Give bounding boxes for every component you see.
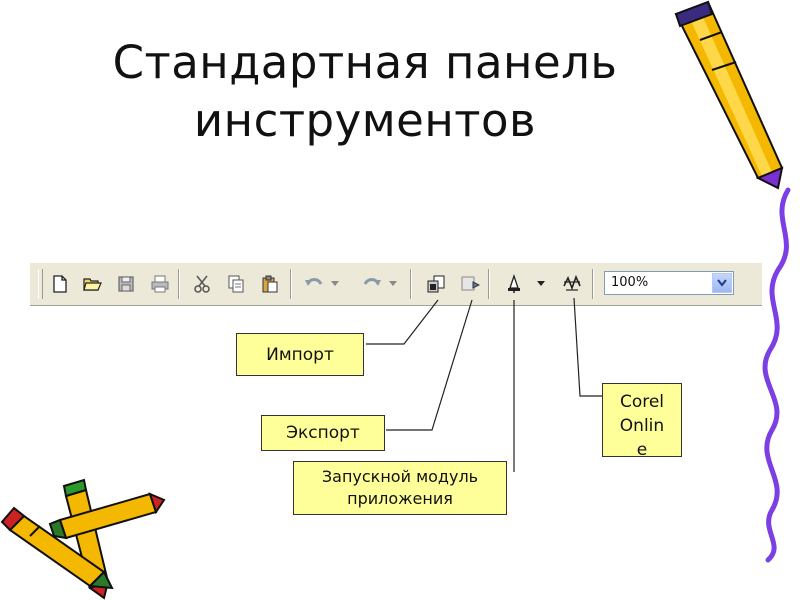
slide-title-line-1: Стандартная панель: [112, 36, 618, 89]
redo-button[interactable]: [360, 272, 384, 296]
cut-button[interactable]: [190, 272, 214, 296]
paste-icon: [262, 275, 278, 293]
import-icon: [427, 275, 445, 293]
chevron-down-icon: [331, 281, 339, 286]
export-icon: [461, 276, 480, 291]
corel-leader-line: [573, 297, 604, 397]
application-launcher-dropdown-button[interactable]: [536, 276, 546, 292]
pencil-bottom-left-3-icon: [0, 506, 114, 590]
slide-title: Стандартная панель инструментов: [40, 34, 690, 150]
save-icon: [118, 276, 134, 292]
save-button[interactable]: [114, 272, 138, 296]
application-launcher-icon: [508, 274, 520, 293]
undo-icon: [305, 278, 323, 286]
pencil-bottom-left-2-icon: [48, 492, 166, 540]
standard-toolbar: 100%: [30, 262, 762, 306]
slide-title-line-2: инструментов: [193, 94, 537, 147]
chevron-down-icon: [537, 281, 545, 286]
undo-button[interactable]: [302, 272, 326, 296]
redo-icon: [363, 278, 381, 286]
import-leader-line: [366, 299, 439, 345]
toolbar-separator: [488, 269, 490, 299]
import-callout: Импорт: [236, 333, 364, 376]
toolbar-grip-handle[interactable]: [38, 269, 43, 299]
zoom-dropdown-button[interactable]: [712, 273, 732, 293]
print-icon: [151, 275, 169, 293]
paste-button[interactable]: [258, 272, 282, 296]
toolbar-separator: [592, 269, 594, 299]
toolbar-separator: [178, 269, 180, 299]
export-button[interactable]: [458, 272, 482, 296]
export-leader-line: [386, 299, 473, 431]
chevron-down-icon: [389, 281, 397, 286]
import-button[interactable]: [424, 272, 448, 296]
zoom-level-select[interactable]: 100%: [604, 271, 734, 295]
corel-online-button[interactable]: [560, 272, 584, 296]
corel-online-icon: [563, 274, 581, 291]
zoom-level-value: 100%: [611, 275, 649, 290]
squiggle-line-icon: [762, 187, 791, 563]
toolbar-separator: [290, 269, 292, 299]
pencil-top-right-icon: [674, 0, 784, 190]
open-icon: [83, 278, 102, 291]
new-icon: [53, 275, 67, 293]
pencil-bottom-left-icon: [62, 478, 110, 600]
chevron-down-icon: [717, 279, 727, 287]
export-callout: Экспорт: [261, 415, 385, 451]
application-launcher-button[interactable]: [502, 272, 526, 296]
undo-dropdown-button[interactable]: [330, 276, 340, 292]
print-button[interactable]: [148, 272, 172, 296]
cut-icon: [194, 275, 210, 293]
new-button[interactable]: [48, 272, 72, 296]
corel-online-callout: Corel Onlin e: [602, 383, 682, 460]
launcher-callout: Запускной модуль приложения: [293, 461, 507, 515]
open-button[interactable]: [80, 272, 104, 296]
toolbar-separator: [410, 269, 412, 299]
redo-dropdown-button[interactable]: [388, 276, 398, 292]
copy-icon: [228, 275, 244, 293]
copy-button[interactable]: [224, 272, 248, 296]
